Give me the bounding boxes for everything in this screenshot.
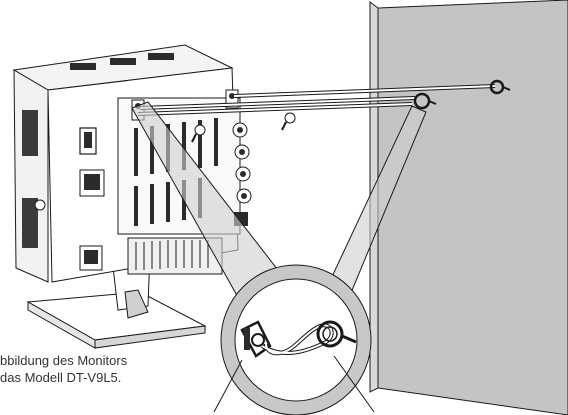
wall-hook-icon [413, 92, 437, 110]
monitor-stand [26, 251, 207, 349]
hook-ring-detail [316, 320, 357, 348]
caption-line-2: das Modell DT-V9L5. [0, 370, 122, 385]
caption-line-1: bbildung des Monitors [0, 353, 128, 368]
side-vents [22, 110, 46, 248]
bnc-connectors [232, 122, 252, 226]
lower-vents [135, 240, 209, 270]
screw-icon [281, 112, 296, 131]
detail-magnifier [213, 264, 375, 415]
top-vents [70, 53, 174, 70]
monitor [12, 44, 296, 283]
screw-icon [191, 124, 206, 143]
securing-wires [137, 84, 496, 116]
wall [369, 0, 568, 415]
wall-hook-icon [489, 79, 511, 95]
